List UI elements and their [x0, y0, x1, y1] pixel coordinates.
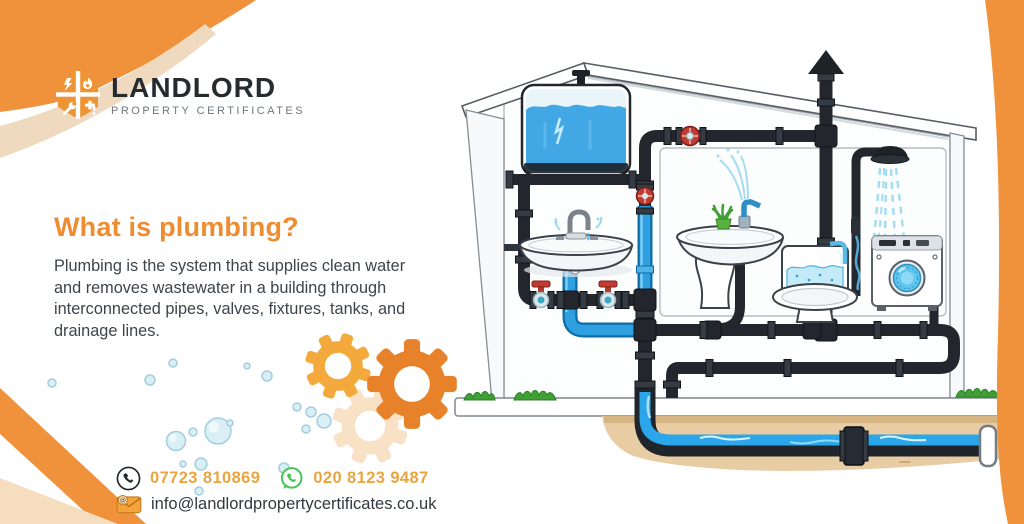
swoosh-right	[985, 0, 1024, 524]
blue-pipes	[562, 206, 653, 338]
gears-decoration	[296, 324, 457, 475]
washing-machine	[871, 235, 943, 311]
page-title: What is plumbing?	[54, 212, 299, 242]
contact-email: @ info@landlordpropertycertificates.co.u…	[116, 494, 436, 514]
water-bubbles	[47, 358, 332, 496]
vent-collar	[817, 73, 835, 82]
pipe-collars	[515, 98, 928, 389]
flame-icon	[83, 77, 93, 89]
grass-patches	[463, 388, 1004, 401]
brand-tagline: PROPERTY CERTIFICATES	[111, 104, 306, 117]
valve-sink-right	[596, 280, 622, 309]
underground-drain	[634, 386, 998, 468]
swoosh-bottom-left	[0, 388, 146, 524]
bathroom-sink	[518, 209, 634, 277]
body-paragraph: Plumbing is the system that supplies cle…	[54, 257, 406, 340]
toilet	[772, 240, 858, 323]
vent-cap	[808, 50, 844, 74]
tap-icon	[85, 100, 96, 115]
plant	[711, 203, 734, 230]
shower-head	[851, 146, 910, 291]
whatsapp-icon	[281, 467, 303, 489]
valve-sink-left	[529, 280, 555, 309]
phone-number[interactable]: 07723 810869	[150, 469, 261, 487]
shield-trades-icon	[56, 71, 100, 119]
brand-logo: LANDLORD PROPERTY CERTIFICATES	[55, 70, 305, 120]
water-tank	[505, 70, 642, 189]
plumbing-illustration	[454, 50, 1009, 471]
email-icon: @	[116, 494, 142, 514]
svg-text:@: @	[119, 497, 126, 505]
phone-icon	[116, 466, 141, 491]
valve-tank-outlet	[635, 183, 655, 215]
pedestal-basin	[676, 148, 785, 309]
wrench-icon	[63, 101, 77, 115]
brand-name: LANDLORD	[111, 71, 277, 103]
bolt-icon	[64, 78, 73, 91]
email-address[interactable]: info@landlordpropertycertificates.co.uk	[151, 494, 437, 513]
shutoff-valves	[529, 125, 707, 309]
wall-clamp	[504, 244, 519, 251]
valve-attic	[675, 125, 707, 147]
contact-phones: 07723 810869 020 8123 9487	[116, 466, 429, 491]
whatsapp-number[interactable]: 020 8123 9487	[313, 469, 429, 487]
